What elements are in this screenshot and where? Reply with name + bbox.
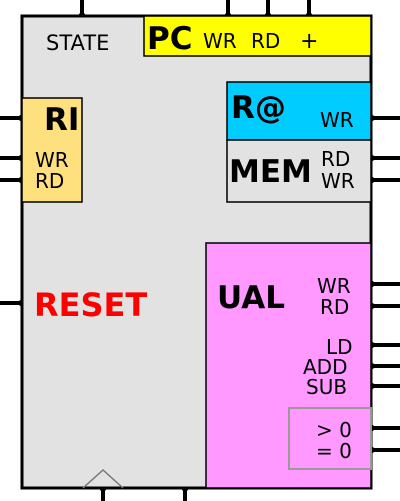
pc-wr-label: WR bbox=[203, 29, 237, 53]
ual-add-label: ADD bbox=[303, 355, 347, 379]
ual-name: UAL bbox=[217, 280, 285, 316]
mem-wr-label: WR bbox=[321, 169, 355, 193]
ra-block bbox=[226, 81, 372, 141]
pc-name: PC bbox=[147, 21, 192, 57]
ual-gt0-label: > 0 bbox=[316, 418, 352, 442]
ual-eq0-label: = 0 bbox=[316, 439, 352, 463]
pc-rd-label: RD bbox=[251, 29, 280, 53]
ri-wr-label: WR bbox=[35, 148, 69, 172]
mem-block bbox=[226, 139, 372, 203]
ra-name: R@ bbox=[231, 90, 286, 126]
ra-wr-label: WR bbox=[320, 108, 354, 132]
ual-wr-label: WR bbox=[317, 274, 351, 298]
mem-rd-label: RD bbox=[321, 147, 350, 171]
reset-label: RESET bbox=[34, 286, 147, 324]
mem-name: MEM bbox=[229, 154, 312, 190]
state-label: STATE bbox=[46, 31, 109, 55]
ual-flags-box bbox=[288, 407, 372, 470]
ri-block bbox=[21, 97, 83, 203]
clock-triangle-icon bbox=[82, 468, 124, 489]
ual-sub-label: SUB bbox=[306, 375, 347, 399]
ri-rd-label: RD bbox=[35, 169, 64, 193]
ual-rd-label: RD bbox=[320, 295, 349, 319]
ual-ld-label: LD bbox=[326, 335, 353, 359]
pc-inc-label: + bbox=[300, 29, 318, 54]
pc-block bbox=[143, 15, 372, 57]
ri-name: RI bbox=[44, 102, 79, 138]
